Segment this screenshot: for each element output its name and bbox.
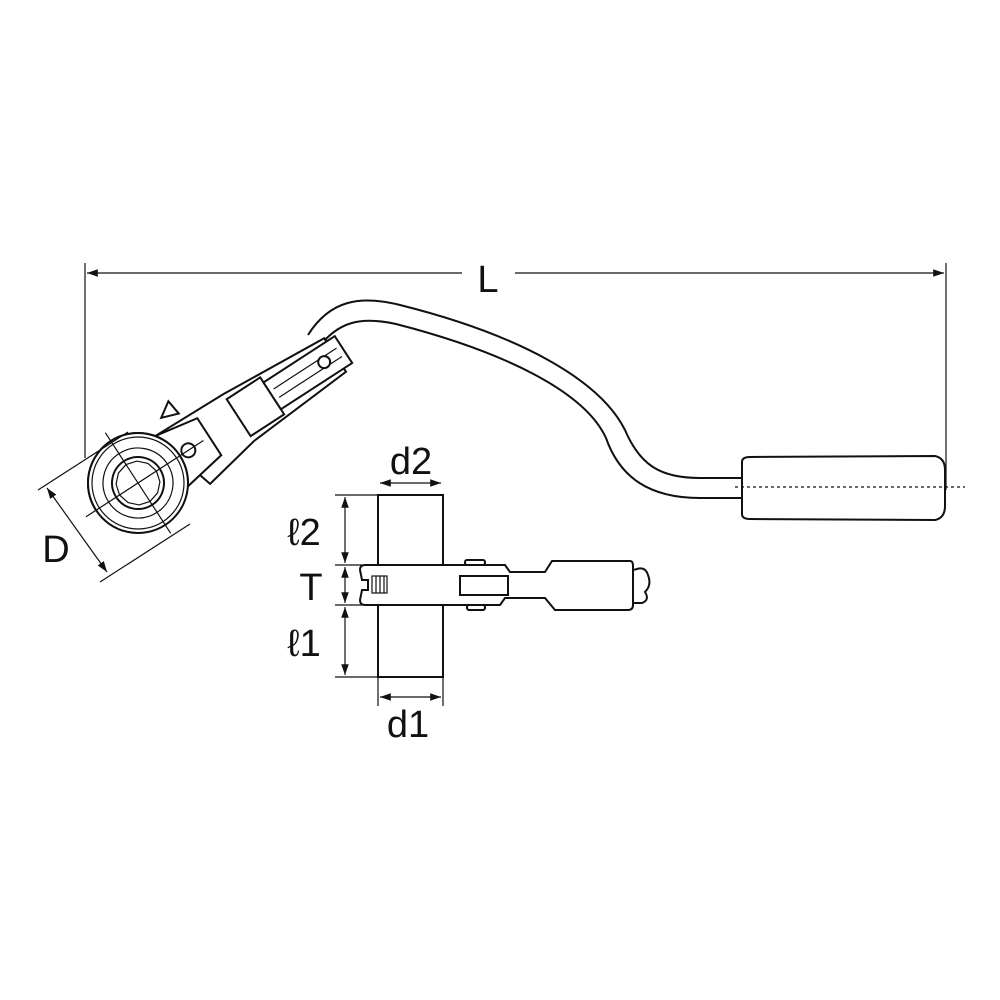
d1-dimension: d1 — [377, 677, 444, 746]
l2-label: ℓ2 — [287, 512, 320, 554]
length-label: L — [477, 259, 498, 301]
thickness-label: T — [299, 567, 322, 609]
d1-label: d1 — [387, 704, 429, 746]
handle-grip — [735, 454, 965, 522]
l1-label: ℓ1 — [287, 623, 320, 665]
vertical-dimensions: ℓ2 T ℓ1 — [287, 494, 378, 678]
head-diameter-label: D — [42, 529, 69, 571]
length-dimension: L — [84, 259, 947, 490]
side-view — [358, 494, 651, 678]
wrench-head — [85, 334, 354, 534]
d2-dimension: d2 — [380, 441, 441, 487]
head-diameter-dimension: D — [37, 431, 191, 583]
wrench-shaft — [307, 299, 742, 499]
d2-label: d2 — [390, 441, 432, 483]
